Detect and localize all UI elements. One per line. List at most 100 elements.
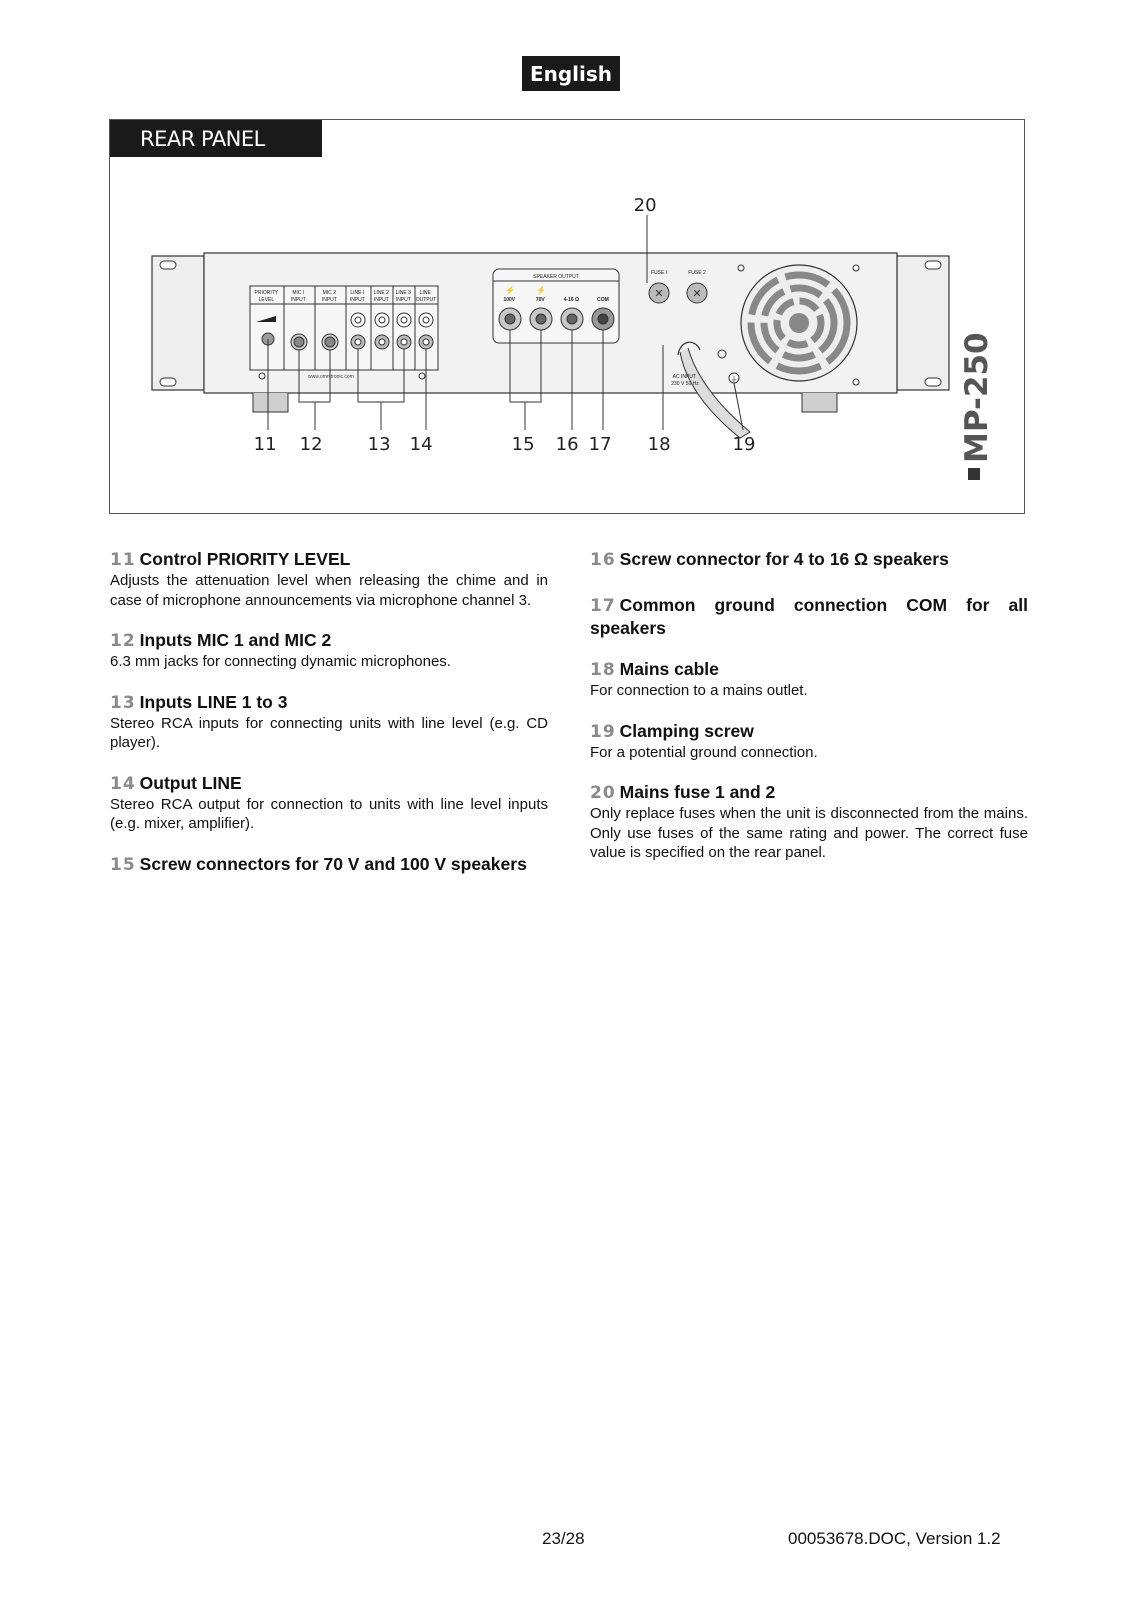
label-mic2-1: MIC 2 (323, 290, 337, 296)
item-body: For a potential ground connection. (590, 743, 818, 761)
ac-input-label-1: AC INPUT (673, 374, 696, 380)
item-title: Control PRIORITY LEVEL (139, 549, 351, 569)
item-body: Stereo RCA output for connection to unit… (110, 795, 548, 833)
item-number: 14 (110, 773, 136, 794)
language-badge: English (522, 56, 620, 91)
item-body: Adjusts the attenuation level when relea… (110, 572, 548, 609)
item-title: Common ground connection COM for all spe… (590, 595, 1028, 638)
figure-title: REAR PANEL (110, 120, 322, 157)
terminal-com-label: COM (597, 297, 609, 303)
terminal-100v-label: 100V (503, 297, 515, 303)
item-body: 6.3 mm jacks for connecting dynamic micr… (110, 653, 451, 670)
terminal-4-16-label: 4-16 Ω (564, 297, 579, 303)
item-title: Inputs MIC 1 and MIC 2 (139, 630, 332, 650)
label-mic1-2: INPUT (291, 297, 306, 303)
svg-text:✕: ✕ (692, 288, 701, 300)
item-number: 19 (590, 721, 616, 742)
lightning-icon: ⚡ (505, 285, 515, 295)
item-title: Screw connector for 4 to 16 Ω speakers (619, 549, 949, 569)
speaker-output-panel (492, 268, 620, 344)
label-mic1-1: MIC I (292, 290, 304, 296)
fuse2-holder (686, 282, 708, 304)
callout-18: 18 (648, 434, 671, 455)
rack-hole (159, 260, 177, 270)
callout-16: 16 (556, 434, 579, 455)
callout-13: 13 (368, 434, 391, 455)
lightning-icon: ⚡ (536, 285, 546, 295)
item-number: 17 (590, 596, 616, 616)
label-line3-1: LINE 3 (396, 290, 412, 296)
page-number: 23/28 (542, 1529, 585, 1548)
item-number: 16 (590, 550, 616, 570)
item-number: 12 (110, 631, 136, 651)
item-title: Mains fuse 1 and 2 (619, 782, 776, 802)
label-line1-2: INPUT (350, 297, 365, 303)
item-title: Mains cable (619, 659, 719, 679)
rack-hole (924, 260, 942, 270)
item-title: Inputs LINE 1 to 3 (139, 691, 288, 712)
callout-15: 15 (512, 434, 535, 455)
item-number: 13 (110, 692, 136, 713)
terminal-70v-label: 70V (536, 297, 546, 303)
speaker-terminals (498, 307, 615, 331)
svg-text:100V 70V 4-16 Ω: 100V 70V 4-16 Ω COM (503, 297, 608, 303)
callout-14: 14 (410, 434, 433, 455)
item-body: For connection to a mains outlet. (590, 682, 808, 699)
label-priority-1: PRIORITY (255, 290, 279, 296)
level-wedge-icon (256, 316, 276, 322)
rack-ear-right (896, 255, 950, 391)
label-lineout-2: OUTPUT (416, 297, 437, 303)
callout-11: 11 (254, 434, 277, 455)
item-title: Clamping screw (619, 720, 754, 741)
rear-panel-illustration: PRIORITY LEVEL MIC I INPUT MIC 2 INPUT L… (151, 195, 995, 480)
callout-12: 12 (300, 434, 323, 455)
model-name: MP-250 (959, 332, 995, 463)
svg-text:PRIORITY LEVEL MIC: PRIORITY LEVEL MIC I INPUT MIC 2 INPUT L… (255, 290, 437, 303)
label-line3-2: INPUT (396, 297, 411, 303)
label-line2-2: INPUT (374, 297, 389, 303)
label-lineout-1: LINE (420, 290, 432, 296)
fuse1-label: FUSE I (651, 270, 667, 276)
model-square (968, 468, 980, 480)
callout-17: 17 (589, 434, 612, 455)
svg-text:✕: ✕ (654, 288, 663, 300)
foot (801, 393, 838, 413)
item-number: 11 (110, 550, 136, 570)
rack-ear-left (151, 255, 205, 391)
screw (717, 349, 727, 359)
item-title: Output LINE (139, 772, 242, 793)
fuse2-label: FUSE 2 (688, 270, 706, 276)
callout-20: 20 (634, 195, 657, 216)
ac-input-label-2: 230 V 50 Hz (671, 381, 699, 387)
callout-19: 19 (733, 434, 756, 455)
speaker-output-label: SPEAKER OUTPUT (533, 274, 579, 280)
item-title: Screw connectors for 70 V and 100 V spea… (139, 853, 527, 874)
callout-lines (267, 215, 744, 431)
rca-jacks (350, 312, 434, 350)
document-version: 00053678.DOC, Version 1.2 (788, 1529, 1001, 1548)
label-mic2-2: INPUT (322, 297, 337, 303)
fuse1-holder (648, 282, 670, 304)
rack-hole (924, 377, 942, 387)
foot (252, 393, 289, 413)
rack-hole (159, 377, 177, 387)
item-number: 20 (590, 783, 616, 803)
item-number: 18 (590, 660, 616, 680)
label-line2-1: LINE 2 (374, 290, 390, 296)
fan-grille (740, 264, 858, 382)
label-priority-2: LEVEL (259, 297, 275, 303)
item-number: 15 (110, 854, 136, 875)
input-module (249, 285, 439, 371)
item-body: Stereo RCA inputs for connecting units w… (110, 714, 548, 752)
rear-panel-figure: PRIORITY LEVEL MIC I INPUT MIC 2 INPUT L… (109, 119, 1025, 514)
